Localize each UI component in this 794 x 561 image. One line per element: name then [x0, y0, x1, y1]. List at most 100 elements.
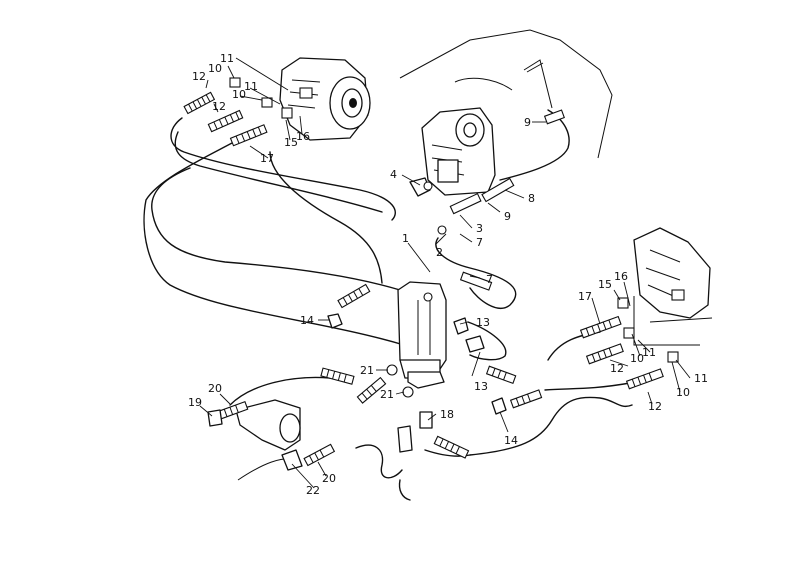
hose-assembly-17a: [229, 124, 268, 147]
elbow-13a: [453, 317, 469, 335]
hose-assembly-14b: [509, 389, 543, 409]
callout-11d: 11: [694, 372, 708, 385]
plug-21b: [402, 386, 414, 398]
callout-13a: 13: [476, 316, 490, 329]
callout-8: 8: [528, 192, 535, 205]
hose-end-fittings: [183, 91, 664, 467]
motor-bracket: [633, 296, 700, 346]
elbow-4-ring: [423, 181, 433, 191]
control-valve: [397, 281, 447, 389]
callout-11c: 11: [642, 346, 656, 359]
hose-compressor-loop: [435, 237, 517, 309]
callout-17a: 17: [260, 152, 274, 165]
pipe-3: [449, 192, 482, 215]
callout-22: 22: [306, 484, 320, 497]
nut-10b: [261, 97, 273, 108]
callout-10a: 10: [208, 62, 222, 75]
ac-compressor: [421, 107, 496, 196]
hose-upper-left-2: [174, 131, 383, 213]
adapter-bottom: [397, 425, 413, 453]
hose-bottom-stub: [398, 479, 411, 501]
frame-outline: [399, 29, 613, 159]
callout-16a: 16: [296, 130, 310, 143]
callout-10d: 10: [676, 386, 690, 399]
hose-assembly-upper-valve: [337, 283, 371, 309]
elbow-13b: [465, 335, 485, 353]
callout-labels: 1 2 3 4 7 7 8 9 9 10 10 10 10 11 11 11 1…: [188, 52, 708, 497]
motor-port: [671, 289, 685, 301]
callout-1: 1: [402, 232, 409, 245]
hose-right-lower: [469, 396, 633, 456]
callout-12c: 12: [610, 362, 624, 375]
callout-19: 19: [188, 396, 202, 409]
hose-assembly-lower-valve: [356, 376, 387, 404]
hose-lower-center: [355, 444, 403, 479]
valve-top-port: [423, 292, 433, 302]
hose-upper-left: [170, 117, 396, 221]
hose-assembly-12c: [585, 343, 624, 365]
callout-21a: 21: [360, 364, 374, 377]
bracket-bore: [279, 413, 301, 443]
valve-body: [397, 281, 447, 373]
compressor-manifold: [437, 159, 459, 183]
callout-20b: 20: [322, 472, 336, 485]
callout-12a: 12: [192, 70, 206, 83]
callout-7a: 7: [476, 236, 483, 249]
nut-10d: [667, 351, 679, 363]
fitting-9-top: [543, 109, 565, 125]
callout-2: 2: [436, 246, 443, 259]
elbow-22: [281, 449, 303, 471]
callout-3: 3: [476, 222, 483, 235]
pump-shaft: [349, 98, 357, 108]
nut-10c: [623, 327, 635, 339]
callout-9a: 9: [524, 116, 531, 129]
hose-assembly-17b: [579, 315, 622, 339]
motor-bracket-line: [649, 317, 713, 323]
hose-assembly-left-valve: [320, 367, 355, 385]
hose-assembly-12a: [183, 91, 216, 115]
nut-15b: [617, 297, 629, 309]
callout-12b: 12: [212, 100, 226, 113]
hose-assembly-tee: [433, 435, 470, 459]
valve-lower-block: [407, 371, 445, 389]
hose-assembly-20b: [303, 443, 336, 467]
elbow-19: [207, 409, 223, 427]
nut-10a: [229, 77, 241, 88]
hose-mid-left: [269, 151, 383, 284]
callout-20a: 20: [208, 382, 222, 395]
callout-9b: 9: [504, 210, 511, 223]
lever-bracket-edge: [526, 62, 544, 73]
hose-lower-left: [229, 376, 331, 406]
callout-4: 4: [390, 168, 397, 181]
lower-left-bracket: [235, 399, 301, 481]
lever-bracket: [523, 59, 553, 109]
valve-seams: [417, 300, 431, 355]
callout-15b: 15: [598, 278, 612, 291]
plug-21a: [386, 364, 398, 376]
hose-assembly-12d: [625, 368, 664, 390]
callout-16b: 16: [614, 270, 628, 283]
frame-arc: [454, 77, 513, 91]
callout-14b: 14: [504, 434, 518, 447]
hose-right-mid: [544, 382, 631, 391]
callout-12d: 12: [648, 400, 662, 413]
hydraulic-pump-upper-left: [279, 57, 371, 141]
callout-11b: 11: [244, 80, 258, 93]
callout-15a: 15: [284, 136, 298, 149]
callout-10c: 10: [630, 352, 644, 365]
pump-port-fitting: [299, 87, 313, 99]
tee-18: [419, 411, 433, 429]
hose-valve-right: [467, 321, 507, 361]
small-fittings: [207, 77, 679, 471]
callout-7b: 7: [486, 273, 493, 286]
oring-2: [437, 225, 447, 235]
callout-14a: 14: [300, 314, 314, 327]
hydraulic-motor-right: [633, 227, 713, 346]
callout-21b: 21: [380, 388, 394, 401]
hose-inner-left-loop: [151, 167, 401, 291]
callout-18: 18: [440, 408, 454, 421]
elbow-14b: [491, 397, 507, 415]
callout-10b: 10: [232, 88, 246, 101]
